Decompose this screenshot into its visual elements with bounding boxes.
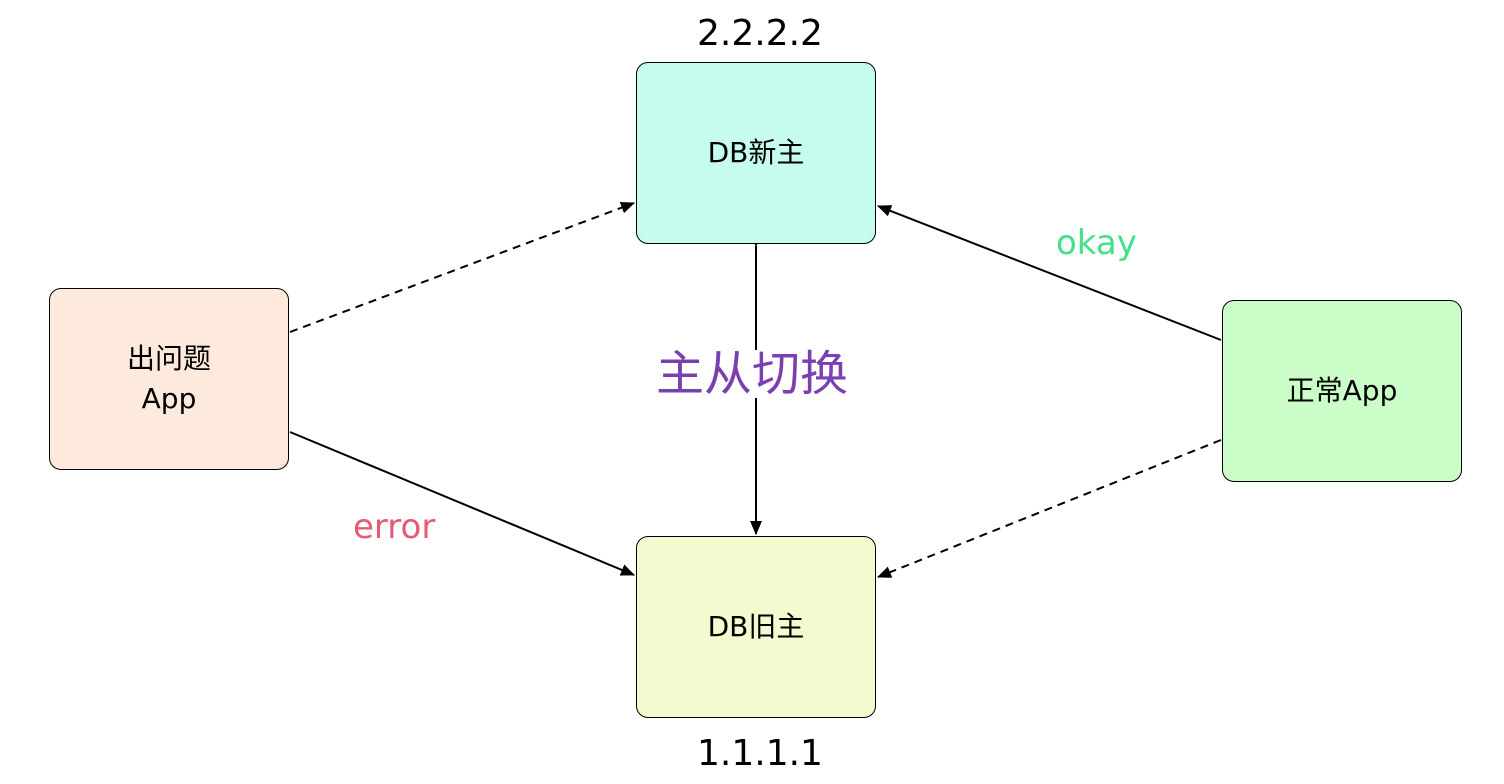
- edge-normal-app-to-db-new: [877, 205, 1222, 341]
- node-normal-app[interactable]: 正常App: [1222, 300, 1462, 482]
- node-db-old[interactable]: DB旧主: [636, 536, 876, 718]
- edge-problem-app-to-db-old: [289, 431, 635, 576]
- node-problem-app[interactable]: 出问题 App: [49, 288, 289, 470]
- node-problem-app-label-line-2: App: [141, 382, 197, 415]
- db-old-ip-label: 1.1.1.1: [697, 733, 823, 774]
- edge-normal-app-to-db-old: [877, 439, 1222, 578]
- edge-error-label: error: [353, 507, 436, 547]
- node-db-old-label: DB旧主: [707, 610, 805, 643]
- edge-problem-app-to-db-new: [289, 201, 635, 333]
- node-db-new-label: DB新主: [707, 136, 805, 169]
- edge-okay-label: okay: [1056, 223, 1137, 263]
- node-db-new[interactable]: DB新主: [636, 62, 876, 244]
- node-normal-app-label: 正常App: [1286, 374, 1398, 407]
- node-problem-app-label-line-1: 出问题: [126, 342, 211, 375]
- db-new-ip-label: 2.2.2.2: [697, 13, 823, 54]
- edge-switch-label: 主从切换: [656, 346, 849, 402]
